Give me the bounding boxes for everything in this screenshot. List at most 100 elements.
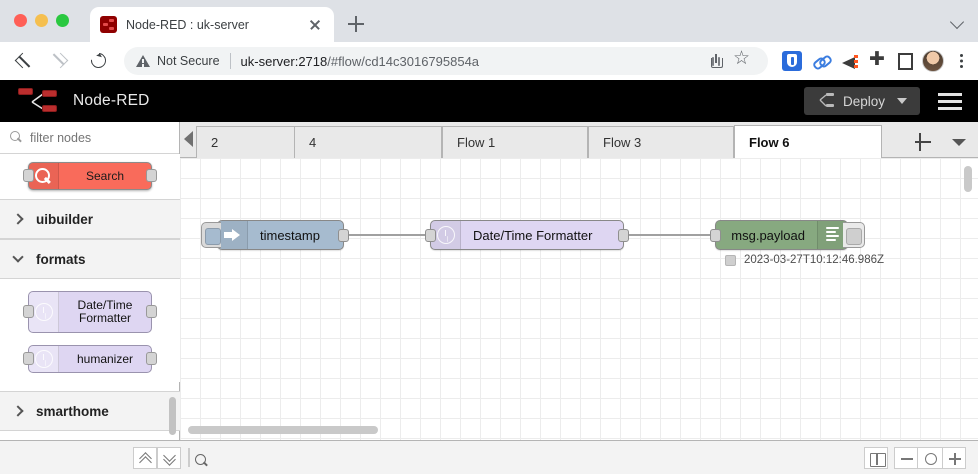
debug-toggle-button[interactable] bbox=[843, 222, 865, 248]
chevron-down-icon[interactable] bbox=[897, 98, 907, 104]
output-port[interactable] bbox=[338, 229, 349, 242]
new-tab-button[interactable] bbox=[345, 13, 367, 35]
map-icon[interactable] bbox=[864, 446, 888, 469]
star-icon[interactable] bbox=[730, 47, 754, 73]
node-red-favicon bbox=[100, 16, 117, 33]
zoom-reset-icon[interactable] bbox=[918, 446, 942, 469]
canvas-view-controls bbox=[864, 446, 966, 469]
double-chevron-down-icon[interactable] bbox=[157, 446, 181, 469]
link-extension-icon[interactable] bbox=[811, 51, 831, 71]
palette-node-datetime-formatter[interactable]: Date/Time Formatter bbox=[23, 291, 157, 333]
palette-filter[interactable] bbox=[0, 122, 179, 154]
zoom-in-icon[interactable] bbox=[942, 446, 966, 469]
chevron-right-icon bbox=[12, 405, 24, 417]
palette-body: Search uibuilder formats Dat bbox=[0, 154, 180, 440]
add-flow-button[interactable] bbox=[912, 131, 934, 153]
megaphone-extension-icon[interactable] bbox=[840, 51, 860, 71]
palette-node-label: Date/Time Formatter bbox=[77, 298, 133, 325]
deploy-button[interactable]: Deploy bbox=[803, 87, 920, 115]
flow-tab-4[interactable]: 4 bbox=[294, 126, 442, 158]
flow-area: 2 4 Flow 1 Flow 3 Flow 6 timestamp bbox=[180, 122, 978, 440]
minimize-window-button[interactable] bbox=[35, 14, 48, 27]
search-icon[interactable] bbox=[188, 447, 190, 467]
close-icon[interactable] bbox=[306, 16, 324, 34]
wire-inject-to-formatter bbox=[344, 234, 430, 236]
flow-node-label: msg.payload bbox=[731, 227, 805, 243]
browser-tab-title: Node-RED : uk-server bbox=[126, 17, 249, 32]
flow-node-debug[interactable]: msg.payload bbox=[710, 220, 865, 250]
browser-tab[interactable]: Node-RED : uk-server bbox=[90, 7, 334, 42]
output-port[interactable] bbox=[146, 352, 157, 365]
palette-category-uibuilder[interactable]: uibuilder bbox=[0, 199, 180, 239]
back-arrow-icon[interactable] bbox=[8, 46, 38, 76]
palette-category-formats-nodes: Date/Time Formatter humanizer bbox=[0, 279, 180, 382]
flow-node-label: timestamp bbox=[260, 227, 320, 243]
input-port[interactable] bbox=[23, 305, 34, 318]
share-icon[interactable] bbox=[704, 49, 728, 73]
flow-node-timestamp[interactable]: timestamp bbox=[201, 220, 349, 250]
square-extension-icon[interactable] bbox=[898, 53, 913, 70]
canvas-vertical-scrollbar[interactable] bbox=[964, 166, 972, 192]
url-path: /#flow/cd14c3016795854a bbox=[327, 53, 480, 69]
flow-tabbar: 2 4 Flow 1 Flow 3 Flow 6 bbox=[180, 122, 978, 158]
browser-toolbar: Not Secure uk-server:2718/#flow/cd14c301… bbox=[0, 42, 978, 80]
flow-tab-flow-3[interactable]: Flow 3 bbox=[588, 126, 734, 158]
status-footer bbox=[0, 440, 978, 474]
node-status-text: 2023-03-27T10:12:46.986Z bbox=[744, 254, 885, 266]
zoom-out-icon[interactable] bbox=[894, 446, 918, 469]
palette-category-smarthome[interactable]: smarthome bbox=[0, 391, 180, 431]
extensions-area bbox=[782, 50, 944, 72]
palette-category-label: uibuilder bbox=[36, 211, 93, 227]
search-icon bbox=[10, 131, 23, 144]
close-window-button[interactable] bbox=[14, 14, 27, 27]
address-bar[interactable]: Not Secure uk-server:2718/#flow/cd14c301… bbox=[124, 47, 768, 75]
puzzle-extension-icon[interactable] bbox=[869, 51, 889, 71]
flow-node-datetime-formatter[interactable]: Date/Time Formatter bbox=[425, 220, 629, 250]
not-secure-icon bbox=[136, 55, 150, 67]
avatar[interactable] bbox=[922, 50, 944, 72]
palette-category-label: smarthome bbox=[36, 403, 109, 419]
inject-trigger-button[interactable] bbox=[201, 222, 221, 248]
output-port[interactable] bbox=[618, 229, 629, 242]
kebab-menu-icon[interactable] bbox=[952, 50, 970, 72]
input-port[interactable] bbox=[710, 229, 721, 242]
output-port[interactable] bbox=[146, 169, 157, 182]
chevron-down-icon[interactable] bbox=[948, 131, 970, 153]
filter-nodes-input[interactable] bbox=[30, 130, 160, 145]
debug-lines-icon bbox=[817, 221, 847, 249]
palette-category-formats[interactable]: formats bbox=[0, 239, 180, 279]
divider bbox=[229, 53, 231, 69]
forward-arrow-icon[interactable] bbox=[46, 46, 76, 76]
url-host: uk-server:2718 bbox=[240, 53, 328, 69]
flow-tab-flow-1[interactable]: Flow 1 bbox=[442, 126, 588, 158]
workspace: Search uibuilder formats Dat bbox=[0, 122, 978, 440]
input-port[interactable] bbox=[23, 352, 34, 365]
reload-icon[interactable] bbox=[84, 46, 114, 76]
app-title: Node-RED bbox=[73, 92, 150, 109]
flow-node-label: Date/Time Formatter bbox=[473, 227, 593, 243]
scroll-left-icon[interactable] bbox=[184, 131, 193, 147]
palette-node-search[interactable]: Search bbox=[23, 162, 157, 190]
flow-canvas[interactable]: timestamp Date/Time Formatter bbox=[180, 158, 978, 440]
input-port[interactable] bbox=[23, 169, 34, 182]
node-palette: Search uibuilder formats Dat bbox=[0, 122, 180, 440]
palette-node-label: Search bbox=[85, 168, 125, 183]
wire-formatter-to-debug bbox=[624, 234, 715, 236]
input-port[interactable] bbox=[425, 229, 436, 242]
canvas-horizontal-scrollbar[interactable] bbox=[188, 426, 378, 434]
flow-tab-flow-6[interactable]: Flow 6 bbox=[734, 125, 882, 158]
output-port[interactable] bbox=[146, 305, 157, 318]
hamburger-icon[interactable] bbox=[938, 93, 962, 110]
palette-node-humanizer[interactable]: humanizer bbox=[23, 345, 157, 373]
status-dot-icon bbox=[725, 254, 736, 266]
nodered-header: Node-RED Deploy bbox=[0, 80, 978, 122]
search-icon bbox=[29, 163, 59, 189]
maximize-window-button[interactable] bbox=[56, 14, 69, 27]
palette-scrollbar[interactable] bbox=[169, 397, 176, 435]
chevron-down-icon[interactable] bbox=[949, 14, 965, 30]
double-chevron-up-icon[interactable] bbox=[133, 446, 157, 469]
deploy-label: Deploy bbox=[842, 93, 885, 109]
palette-category-label: formats bbox=[36, 251, 86, 267]
shield-extension-icon[interactable] bbox=[782, 51, 802, 71]
